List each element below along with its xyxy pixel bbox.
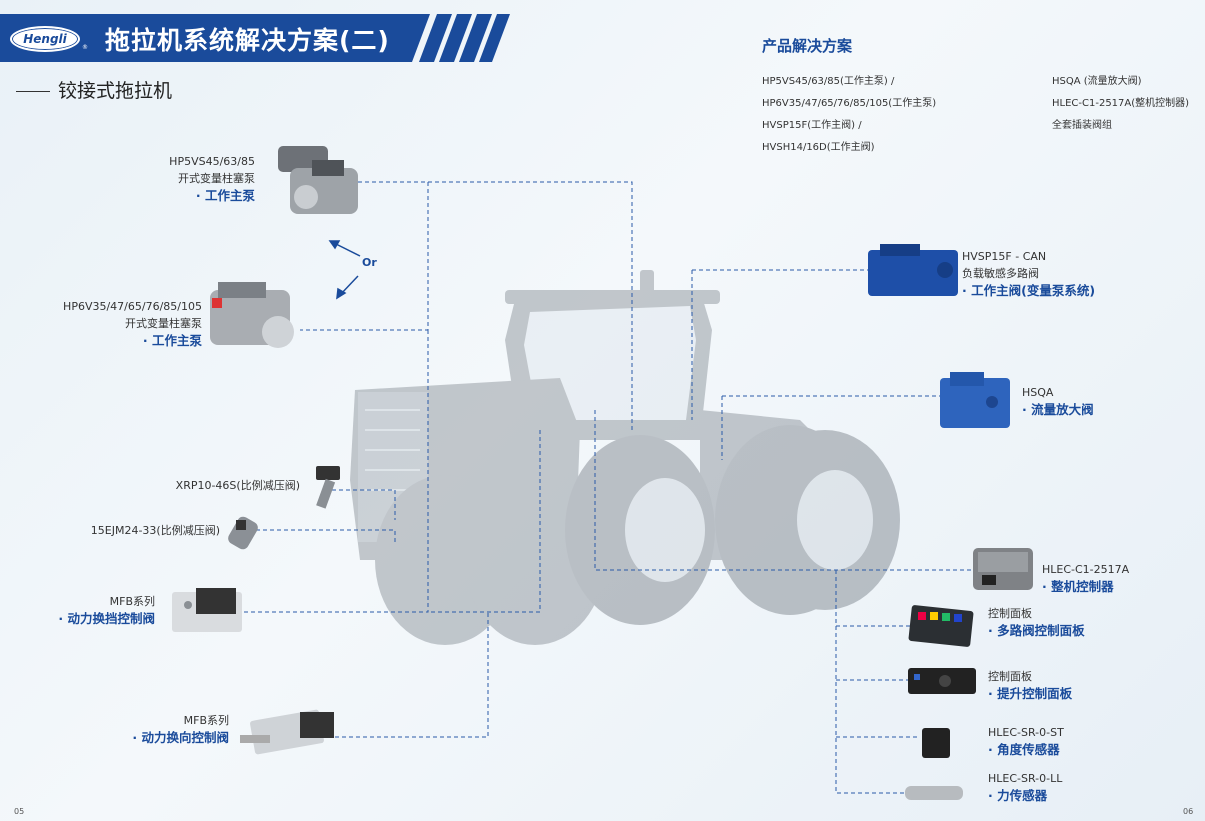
- force-sensor-image: [905, 786, 963, 800]
- mfb2-label: MFB系列 · 动力换向控制阀: [132, 712, 229, 747]
- panel2-image: [908, 668, 976, 694]
- ejm-label: 15EJM24-33(比例减压阀): [90, 524, 220, 537]
- mfb1-role: · 动力换挡控制阀: [58, 611, 155, 626]
- solution-item: HP5VS45/63/85(工作主泵) /: [762, 76, 895, 87]
- hlec-label: HLEC-C1-2517A · 整机控制器: [1042, 561, 1129, 596]
- mfb2-model: MFB系列: [183, 714, 229, 727]
- hsqa-role: · 流量放大阀: [1022, 402, 1094, 417]
- hvsp-role: · 工作主阀(变量泵系统): [962, 283, 1096, 298]
- mfb1-label: MFB系列 · 动力换挡控制阀: [58, 593, 155, 628]
- pump1-image: [278, 146, 358, 214]
- hvsp-image: [868, 244, 958, 296]
- hlec-image: [973, 548, 1033, 590]
- hsqa-model: HSQA: [1022, 386, 1054, 399]
- mfb1-model: MFB系列: [109, 595, 155, 608]
- force-sensor-role: · 力传感器: [988, 788, 1048, 803]
- logo-registered-mark: ®: [82, 44, 88, 51]
- pump1-desc: 开式变量柱塞泵: [178, 172, 255, 185]
- hlec-role: · 整机控制器: [1042, 579, 1114, 594]
- panel1-image: [908, 605, 974, 647]
- page-number-left: 05: [14, 807, 25, 816]
- panel1-label: 控制面板 · 多路阀控制面板: [988, 605, 1085, 640]
- brand-logo: Hengli: [10, 26, 80, 52]
- pump2-model: HP6V35/47/65/76/85/105: [63, 300, 202, 313]
- force-sensor-label: HLEC-SR-0-LL · 力传感器: [988, 770, 1062, 805]
- pump2-role: · 工作主泵: [142, 333, 202, 348]
- xrp-label: XRP10-46S(比例减压阀): [175, 479, 300, 492]
- pump1-model: HP5VS45/63/85: [169, 155, 255, 168]
- pump1-role: · 工作主泵: [195, 188, 255, 203]
- pump2-image: [210, 282, 294, 348]
- subtitle-dash: [16, 91, 50, 92]
- page-number-right: 06: [1183, 807, 1194, 816]
- hvsp-desc: 负载敏感多路阀: [962, 267, 1039, 280]
- solution-item: HP6V35/47/65/76/85/105(工作主泵): [762, 98, 937, 109]
- panel1-role: · 多路阀控制面板: [988, 623, 1085, 638]
- or-label: Or: [362, 256, 377, 269]
- subtitle-text: 铰接式拖拉机: [58, 80, 173, 102]
- panel2-label: 控制面板 · 提升控制面板: [988, 668, 1072, 703]
- pump1-label: HP5VS45/63/85 开式变量柱塞泵 · 工作主泵: [169, 153, 255, 205]
- hvsp-model: HVSP15F - CAN: [962, 250, 1047, 263]
- pump2-label: HP6V35/47/65/76/85/105 开式变量柱塞泵 · 工作主泵: [63, 298, 202, 350]
- hsqa-label: HSQA · 流量放大阀: [1022, 384, 1094, 419]
- solution-item: HVSH14/16D(工作主阀): [762, 142, 875, 153]
- hvsp-label: HVSP15F - CAN 负载敏感多路阀 · 工作主阀(变量泵系统): [962, 248, 1095, 300]
- solution-item: 全套插装阀组: [1052, 120, 1112, 131]
- or-arrows: [328, 240, 361, 300]
- hsqa-image: [940, 372, 1010, 428]
- page-title: 拖拉机系统解决方案(二): [105, 26, 390, 55]
- connector-lines: [240, 181, 973, 794]
- angle-sensor-image: [922, 728, 950, 758]
- solution-item: HVSP15F(工作主阀) /: [762, 120, 862, 131]
- mfb1-image: [172, 588, 242, 632]
- solution-item: HSQA (流量放大阀): [1052, 76, 1142, 87]
- solution-item: HLEC-C1-2517A(整机控制器): [1052, 98, 1190, 109]
- mfb2-role: · 动力换向控制阀: [132, 730, 229, 745]
- panel1-model: 控制面板: [988, 607, 1032, 620]
- angle-sensor-role: · 角度传感器: [988, 742, 1060, 757]
- panel2-model: 控制面板: [988, 670, 1032, 683]
- ejm-valve-image: [228, 516, 258, 550]
- angle-sensor-model: HLEC-SR-0-ST: [988, 726, 1064, 739]
- tractor-image: [350, 270, 900, 645]
- solutions-title: 产品解决方案: [762, 37, 853, 55]
- force-sensor-model: HLEC-SR-0-LL: [988, 772, 1063, 785]
- pump2-desc: 开式变量柱塞泵: [125, 317, 202, 330]
- angle-sensor-label: HLEC-SR-0-ST · 角度传感器: [988, 724, 1064, 759]
- xrp-valve-image: [316, 466, 340, 509]
- header-banner: [0, 14, 510, 62]
- section-subtitle: 铰接式拖拉机: [16, 76, 172, 103]
- mfb2-image: [240, 709, 334, 755]
- panel2-role: · 提升控制面板: [988, 686, 1073, 701]
- hlec-model: HLEC-C1-2517A: [1042, 563, 1130, 576]
- logo-text: Hengli: [23, 32, 67, 46]
